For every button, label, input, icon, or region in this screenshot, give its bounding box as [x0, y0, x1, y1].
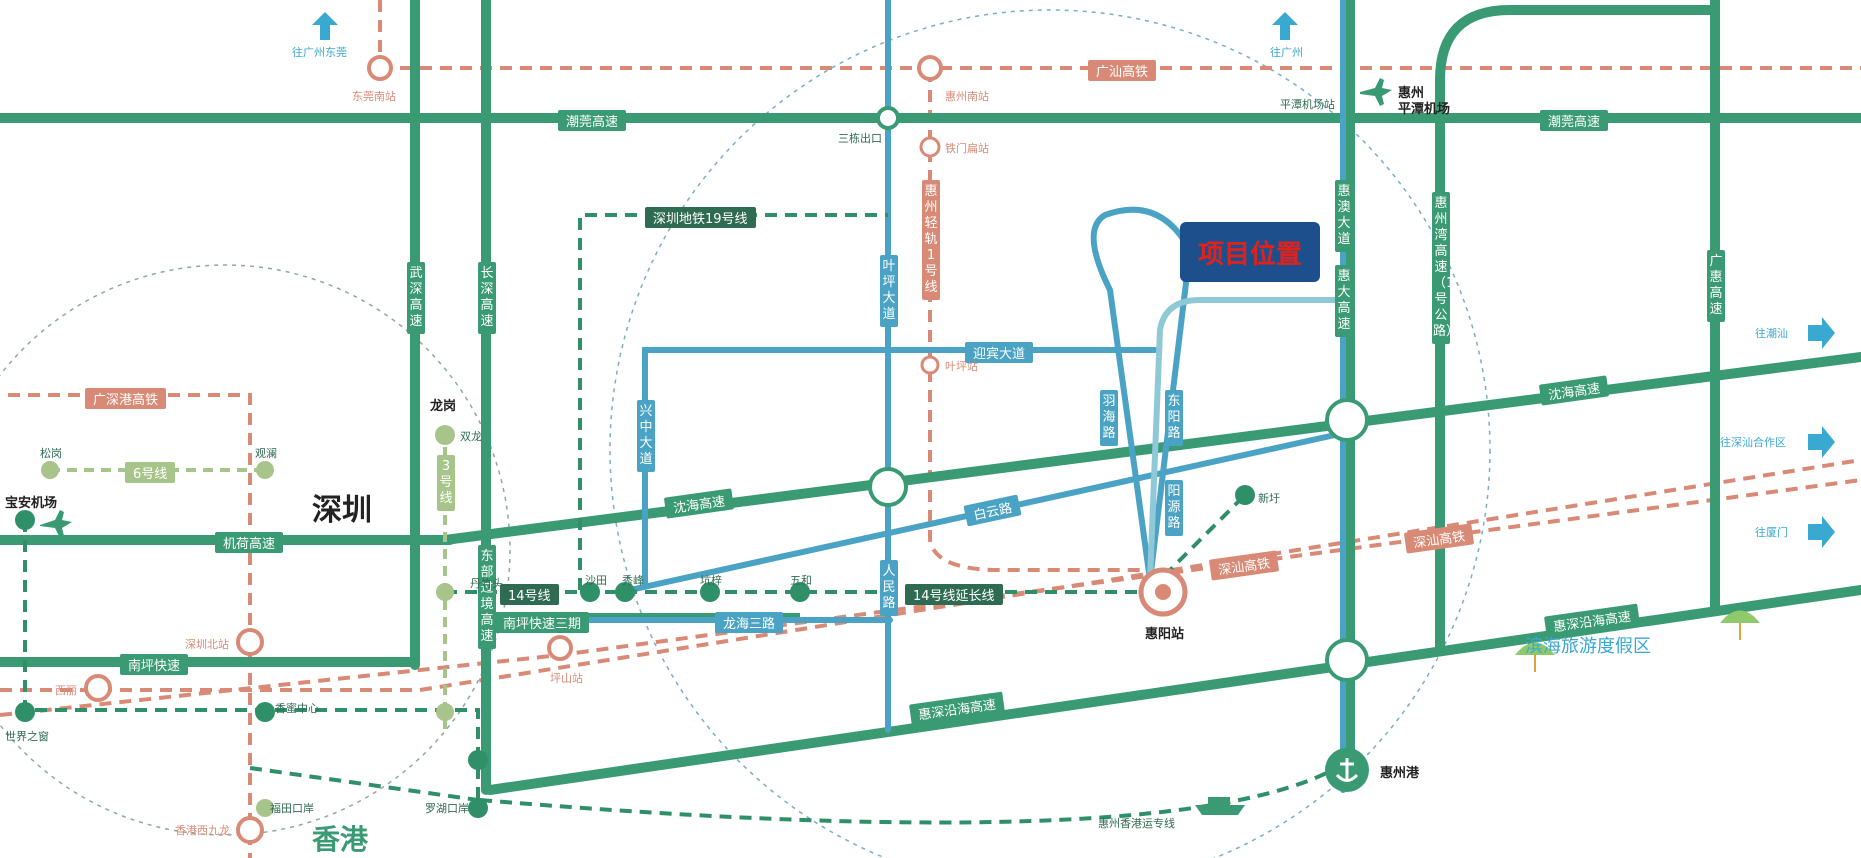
station-tiemen: 铁门扁站	[945, 142, 989, 155]
station-shuanglong: 双龙	[460, 430, 482, 443]
right-arrow-label-3: 往厦门	[1755, 526, 1788, 539]
station-xili: 西丽	[55, 684, 77, 697]
road-yeping: 叶坪大道	[880, 255, 898, 327]
road-chaoguan-left: 潮莞高速	[558, 110, 627, 131]
road-guanghui: 广惠高速	[1707, 250, 1725, 322]
station-kengzi: 坑梓	[700, 574, 722, 587]
city-label-hongkong: 香港	[312, 823, 369, 856]
station-dongguan-south: 东莞南站	[352, 90, 396, 103]
road-huida: 惠大高速	[1335, 265, 1353, 337]
road-changshen: 长深高速	[478, 262, 496, 334]
station-huizhou-south: 惠州南站	[945, 90, 989, 103]
right-arrow-icon	[1808, 317, 1835, 548]
place-resort: 滨海旅游度假区	[1525, 636, 1651, 657]
project-location-badge: 项目位置	[1180, 222, 1320, 282]
radius-circle-shenzhen	[0, 264, 511, 836]
road-dongbu: 东部过境高速	[478, 545, 496, 649]
project-location-label: 项目位置	[1197, 239, 1302, 270]
road-huizhou-gang: 惠州湾高速（1号公路）	[1432, 192, 1459, 344]
radius-circle-huiyang	[609, 9, 1491, 858]
station-shijie: 世界之窗	[5, 730, 49, 743]
station-huiyang: 惠阳站	[1145, 627, 1185, 642]
road-wushen: 武深高速	[407, 262, 425, 334]
right-arrow-label-1: 往潮汕	[1755, 327, 1788, 340]
place-huizhou-port: 惠州港	[1380, 766, 1420, 781]
station-hkwest: 香港西九龙	[175, 824, 230, 837]
rail-guangshengang: 广深港高铁	[85, 388, 167, 409]
anchor-icon	[1335, 758, 1359, 782]
station-wuhe: 五和	[790, 574, 812, 587]
road-renmin: 人民路	[880, 560, 898, 616]
up-arrow-icon	[312, 12, 338, 40]
top-arrow-label-right: 往广州	[1270, 46, 1303, 59]
up-arrow-icon	[1272, 12, 1298, 40]
station-luohu: 罗湖口岸	[425, 802, 469, 815]
city-label-shenzhen: 深圳	[312, 493, 372, 528]
station-pingshan: 坪山站	[550, 672, 583, 685]
road-xingzhong: 兴中大道	[637, 400, 655, 472]
right-arrow-label-2: 往深汕合作区	[1720, 436, 1786, 449]
station-songgang: 松岗	[40, 447, 62, 460]
station-pingtan: 平潭机场站	[1280, 98, 1335, 111]
airplane-icon	[40, 78, 1392, 538]
station-xiangmi: 香蜜中心	[275, 702, 319, 715]
line-huizhou-lr: 惠州轻轨1号线	[922, 180, 940, 300]
station-shenzhenbei: 深圳北站	[185, 638, 229, 651]
station-guanlan: 观澜	[255, 447, 277, 460]
airport-name-1: 惠州	[1398, 86, 1425, 101]
road-nanping: 南坪快速	[120, 654, 189, 675]
road-nanping3: 南坪快速三期	[495, 612, 590, 633]
umbrella-icon	[1515, 610, 1760, 672]
road-yangyuan: 阳源路	[1165, 480, 1183, 536]
road-huiao: 惠澳大道	[1335, 180, 1353, 252]
road-jihe: 机荷高速	[215, 532, 284, 553]
station-yeping: 叶坪站	[945, 360, 978, 373]
line-metro3: 3号线	[437, 455, 455, 511]
top-arrow-label-left: 往广州东莞	[292, 46, 347, 59]
line-metro14: 14号线	[500, 584, 559, 605]
ferry-icon	[1195, 797, 1245, 815]
station-shatian: 沙田	[585, 574, 607, 587]
place-ferry: 惠州香港运专线	[1098, 817, 1175, 830]
station-xiufeng: 秀峰	[622, 574, 644, 587]
road-chaoguan-right: 潮莞高速	[1540, 110, 1609, 131]
road-longhai: 龙海三路	[715, 612, 784, 633]
station-baoan: 宝安机场	[5, 496, 58, 511]
line-metro6: 6号线	[125, 462, 176, 483]
road-yuhai: 羽海路	[1100, 390, 1118, 446]
exit-sanxing: 三栋出口	[838, 132, 882, 145]
road-dongyang: 东阳路	[1165, 390, 1183, 446]
station-danzhutou: 丹竹头	[470, 577, 503, 590]
line-metro14ext: 14号线延长线	[905, 584, 1003, 605]
station-futian: 福田口岸	[270, 802, 314, 815]
road-yingbin: 迎宾大道	[965, 342, 1034, 363]
station-xinxu: 新圩	[1258, 492, 1280, 505]
station-longgang: 龙岗	[430, 399, 457, 414]
line-metro19: 深圳地铁19号线	[645, 207, 756, 228]
airport-name-2: 平潭机场	[1398, 102, 1451, 117]
rail-guangshan: 广汕高铁	[1088, 60, 1157, 81]
